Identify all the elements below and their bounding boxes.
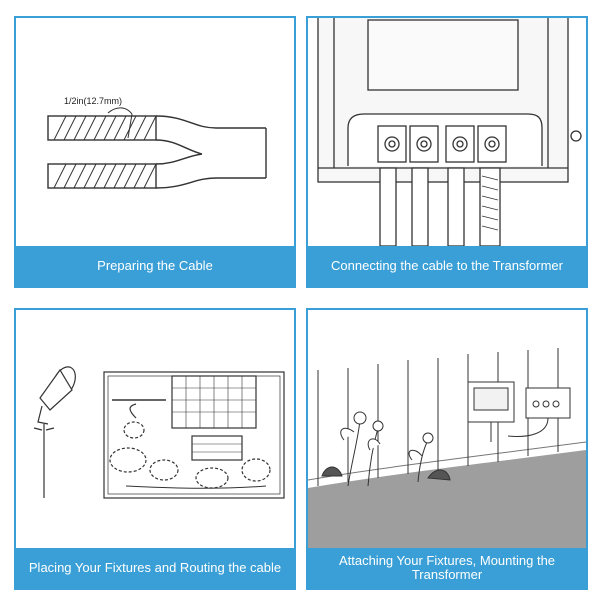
caption-placing-fixtures: Placing Your Fixtures and Routing the ca… [16,548,294,588]
panel-placing-fixtures: Placing Your Fixtures and Routing the ca… [14,308,296,590]
fence-mounting-illustration [308,348,586,548]
caption-attaching-fixtures: Attaching Your Fixtures, Mounting the Tr… [308,548,586,588]
transformer-terminal-illustration [317,18,582,246]
caption-preparing-cable: Preparing the Cable [16,246,294,286]
panel-preparing-cable: 1/2in(12.7mm) Preparing the Cable [14,16,296,288]
caption-connecting-cable: Connecting the cable to the Transformer [308,246,586,286]
yard-layout-illustration [33,366,285,499]
panel-attaching-fixtures: Attaching Your Fixtures, Mounting the Tr… [306,308,588,590]
strip-length-label: 1/2in(12.7mm) [64,96,123,106]
cable-stripping-illustration [47,107,267,189]
panel-connecting-cable: Connecting the cable to the Transformer [306,16,588,288]
